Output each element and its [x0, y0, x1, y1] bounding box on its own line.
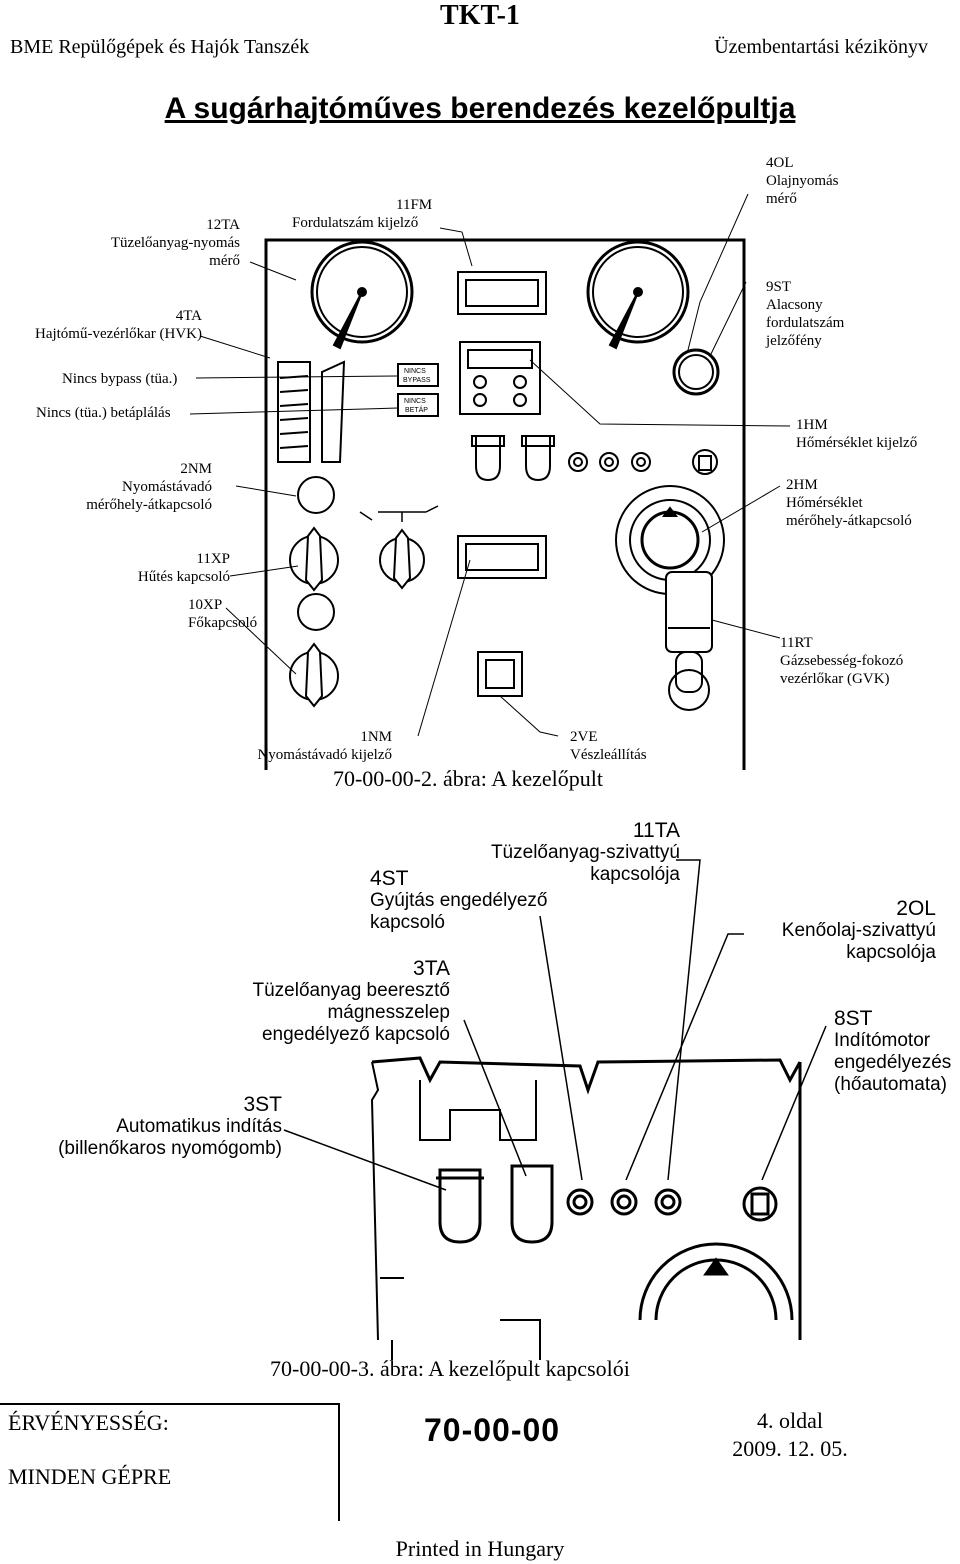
printed-note: Printed in Hungary — [395, 1536, 565, 1561]
date: 2009. 12. 05. — [732, 1436, 848, 1461]
figure2-caption: 70-00-00-3. ábra: A kezelőpult kapcsolói — [270, 1356, 630, 1381]
fuel-pressure-gauge — [310, 240, 414, 344]
emergency-stop — [477, 651, 523, 697]
figure1-caption: 70-00-00-2. ábra: A kezelőpult — [332, 766, 604, 791]
svg-text:BYPASS: BYPASS — [403, 377, 431, 384]
department-name: BME Repülőgépek és Hajók Tanszék — [10, 36, 310, 58]
document-id: TKT-1 — [440, 0, 520, 31]
svg-text:BETÁP: BETÁP — [405, 405, 428, 414]
throttle-lever-hvk — [277, 361, 311, 463]
pressure-selector-2nm — [297, 476, 335, 514]
page-number: 4. oldal — [757, 1408, 823, 1433]
validity-label: ÉRVÉNYESSÉG: — [8, 1410, 169, 1435]
figure-switches — [283, 859, 827, 1360]
oil-pressure-gauge — [586, 240, 690, 344]
figure-control-panel: NINCS BYPASS NINCS BETÁP — [189, 193, 791, 770]
page-title: A sugárhajtóműves berendezés kezelőpultj… — [164, 92, 796, 125]
afterburner-lever-gvk — [665, 571, 713, 653]
svg-text:NINCS: NINCS — [404, 368, 426, 375]
section-number: 70-00-00 — [424, 1412, 561, 1448]
svg-text:NINCS: NINCS — [404, 398, 426, 405]
label-no-bypass: Nincs bypass (tüa.) — [62, 371, 178, 387]
no-bypass-lamp — [397, 363, 439, 387]
manual-name: Üzembentartási kézikönyv — [714, 36, 928, 58]
rpm-display — [457, 271, 547, 315]
temperature-display — [459, 341, 541, 415]
validity-box — [0, 1403, 340, 1521]
low-rpm-light — [672, 348, 720, 396]
no-feed-lamp — [397, 393, 439, 417]
pressure-display — [457, 535, 547, 579]
panel-outline — [264, 238, 746, 770]
validity-value: MINDEN GÉPRE — [8, 1464, 172, 1489]
label-no-feed: Nincs (tüa.) betáplálás — [36, 405, 171, 421]
